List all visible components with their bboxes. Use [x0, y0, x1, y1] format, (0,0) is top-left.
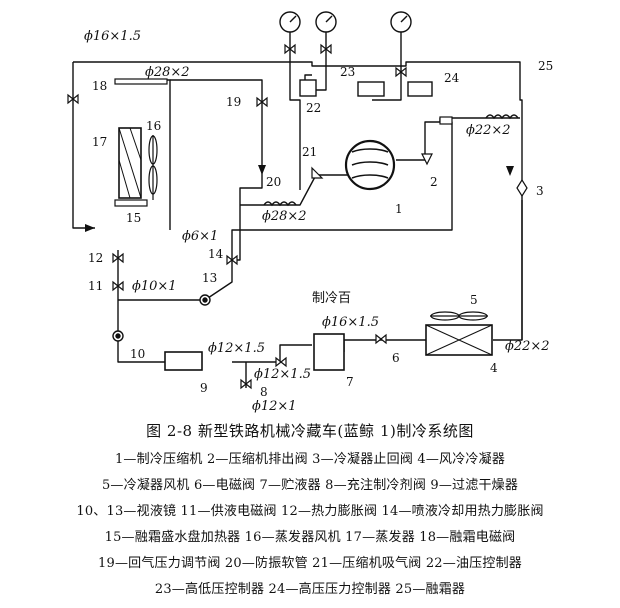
legend-line: 10、13—视液镜 11—供液电磁阀 12—热力膨胀阀 14—喷液冷却用热力膨胀…	[76, 504, 544, 519]
defroster-coil	[485, 114, 519, 120]
figure-caption: 图 2-8 新型铁路机械冷藏车(蓝鲸 1)制冷系统图	[146, 422, 474, 440]
thermal-expansion-valve	[112, 252, 124, 264]
label-16: 16	[146, 119, 161, 133]
legend-line: 23—高低压控制器 24—高压压力控制器 25—融霜器	[154, 582, 466, 597]
suction-line	[170, 79, 263, 261]
suction-pressure-regulator	[256, 96, 268, 108]
label-25: 25	[538, 59, 553, 73]
pipe-spec-label: ϕ22×2	[505, 339, 550, 354]
legend-line: 5—冷凝器风机 6—电磁阀 7—贮液器 8—充注制冷剂阀 9—过滤干燥器	[101, 478, 519, 493]
label-5: 5	[470, 293, 478, 307]
label-12: 12	[88, 251, 103, 265]
label-8: 8	[260, 385, 268, 399]
filter-outlet-line	[117, 340, 165, 363]
evaporator	[118, 127, 142, 199]
legend-line: 1—制冷压缩机 2—压缩机排出阀 3—冷凝器止回阀 4—风冷冷凝器	[114, 452, 506, 467]
component-number-labels: 1 2 3 4 5 6 7 8 9 10 11 12 13 14 15 16 1…	[88, 59, 553, 399]
label-14: 14	[208, 247, 224, 261]
compressor-suction-line	[240, 174, 350, 206]
liquid-receiver	[313, 333, 345, 371]
label-19: 19	[226, 95, 241, 109]
compressor-suction-valve	[311, 166, 324, 179]
pipe-spec-label: ϕ22×2	[466, 123, 511, 138]
solenoid-valve	[375, 333, 387, 345]
label-10: 10	[130, 347, 145, 361]
high-pressure-controller	[407, 81, 433, 97]
compressor	[344, 139, 396, 191]
condenser-fan	[430, 311, 488, 321]
label-17: 17	[92, 135, 107, 149]
label-20: 20	[266, 175, 281, 189]
refrigeration-system-diagram: ϕ16×1.5 ϕ28×2 ϕ22×2 ϕ28×2 ϕ6×1 ϕ10×1 ϕ16…	[67, 11, 553, 414]
drain-pan-heater	[114, 199, 148, 207]
pipe-spec-label: ϕ12×1	[252, 399, 297, 414]
filter-drier	[164, 351, 203, 371]
pipe-spec-label: ϕ6×1	[182, 229, 218, 244]
label-2: 2	[430, 175, 438, 189]
pipe-spec-label: ϕ28×2	[262, 209, 307, 224]
label-9: 9	[200, 381, 208, 395]
label-23: 23	[340, 65, 355, 79]
injection-line	[118, 260, 233, 301]
label-4: 4	[490, 361, 498, 375]
label-21: 21	[302, 145, 317, 159]
injection-feed-line	[231, 121, 453, 260]
liquid-supply-solenoid-valve	[112, 280, 124, 292]
check-valve	[516, 178, 528, 198]
label-3: 3	[536, 184, 544, 198]
sight-glass-icon	[112, 294, 211, 342]
label-1: 1	[395, 202, 403, 216]
pipe-spec-label: ϕ12×1.5	[208, 341, 265, 356]
injection-expansion-valve	[226, 254, 238, 266]
anti-vibration-hose	[263, 201, 297, 207]
evaporator-fan	[148, 135, 158, 200]
label-15: 15	[126, 211, 141, 225]
watermark: 制冷百	[312, 291, 351, 306]
oil-pressure-controller	[299, 79, 317, 97]
legend-line: 15—融霜盛水盘加热器 16—蒸发器风机 17—蒸发器 18—融霜电磁阀	[104, 530, 516, 545]
charging-valve	[240, 378, 252, 390]
discharge-line	[396, 117, 520, 161]
pipe-spec-label: ϕ16×1.5	[322, 315, 379, 330]
label-11: 11	[88, 279, 103, 293]
pipe-spec-label: ϕ10×1	[132, 279, 177, 294]
label-13: 13	[202, 271, 217, 285]
defrost-solenoid-valve	[67, 93, 79, 105]
pressure-gauge-icon	[279, 11, 412, 33]
compressor-discharge-valve	[421, 153, 433, 166]
pipe-spec-label: ϕ28×2	[145, 65, 190, 80]
legend-line: 19—回气压力调节阀 20—防振软管 21—压缩机吸气阀 22—油压控制器	[98, 556, 522, 571]
label-6: 6	[392, 351, 400, 365]
pipe-spec-label: ϕ16×1.5	[84, 29, 141, 44]
label-22: 22	[306, 101, 321, 115]
receiver-outlet-line	[232, 344, 312, 363]
label-7: 7	[346, 375, 354, 389]
receiver-valve	[275, 356, 287, 368]
pipe-spec-label: ϕ12×1.5	[254, 367, 311, 382]
air-cooled-condenser	[425, 324, 493, 356]
label-18: 18	[92, 79, 107, 93]
high-low-pressure-controller	[357, 81, 385, 97]
label-24: 24	[444, 71, 460, 85]
